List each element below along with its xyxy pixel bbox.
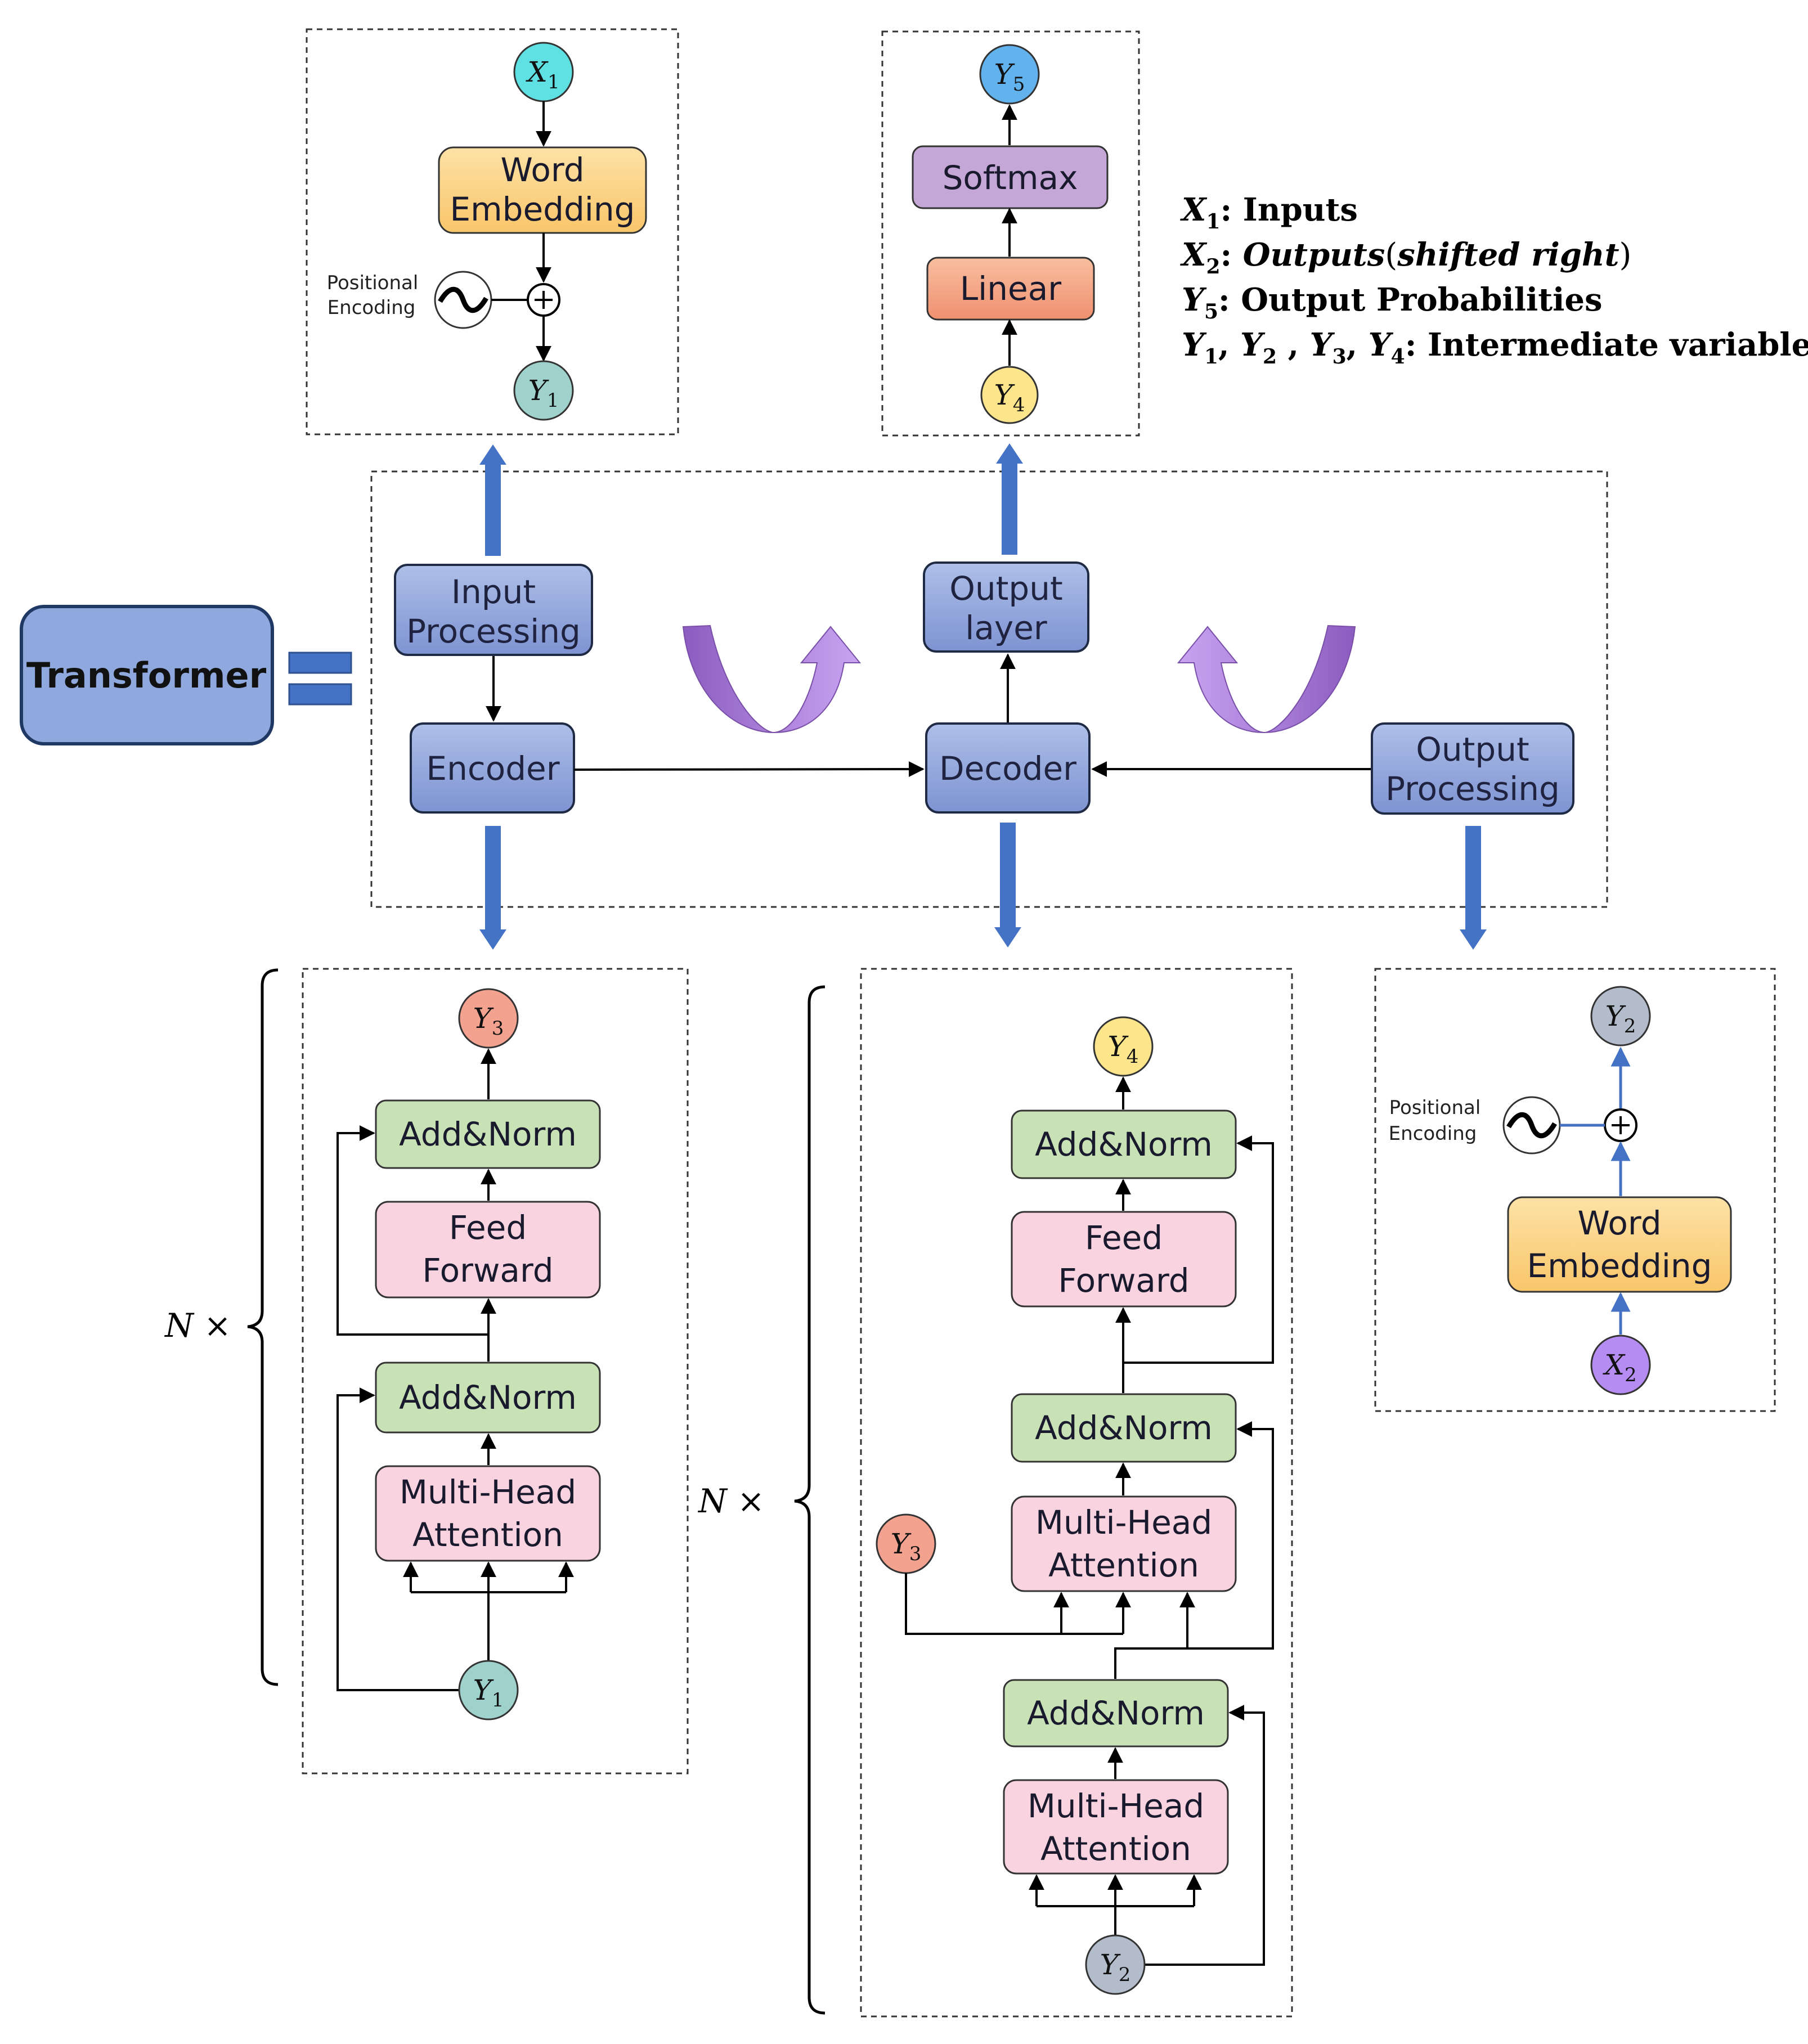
multi-head-encoder	[375, 1465, 601, 1562]
softmax-label: Softmax	[943, 159, 1078, 197]
word-embedding-outproc-label-1: Word	[1577, 1204, 1661, 1242]
flow-arrow-icon-left	[682, 625, 862, 734]
decoder-label: Decoder	[939, 749, 1076, 788]
input-processing-label-1: Input	[451, 573, 536, 611]
y3-node-encoder	[458, 988, 519, 1049]
feed-forward-decoder	[1011, 1211, 1237, 1308]
equals-bar-top	[288, 652, 352, 674]
linear-label: Linear	[960, 269, 1061, 308]
y3-label-encoder: Y3	[473, 1002, 504, 1040]
decoder-repeat-label: N ×	[697, 1482, 765, 1520]
add-norm-3-decoder-label: Add&Norm	[1027, 1694, 1205, 1732]
y4-label-top: Y4	[994, 379, 1025, 416]
y3-label-decoder: Y3	[891, 1528, 922, 1565]
legend: X1: Inputs X2: Outputs(shifted right) Y5…	[1180, 191, 1808, 369]
positional-encoding-outproc-label-2: Encoding	[1389, 1122, 1477, 1145]
output-processing-label-1: Output	[1416, 730, 1529, 769]
word-embedding-label-1: Word	[500, 151, 584, 189]
y1-node-encoder	[458, 1660, 519, 1720]
y4-label-decoder: Y4	[1108, 1030, 1139, 1068]
add-norm-1-decoder	[1011, 1109, 1237, 1179]
blue-arrow-outproc-down	[1460, 826, 1487, 950]
legend-item-x1: X1: Inputs	[1180, 191, 1358, 233]
output-layer-label-2: layer	[965, 609, 1047, 647]
add-norm-1-decoder-label: Add&Norm	[1035, 1125, 1213, 1163]
y2-label-outproc: Y2	[1605, 1000, 1636, 1037]
blue-arrow-encoder-down	[479, 826, 506, 950]
add-norm-bottom-encoder	[375, 1362, 601, 1434]
encoder-panel: N × Y3 Add&Norm Feed Forward Add&Norm Mu…	[164, 968, 689, 1775]
main-architecture: Transformer Input Processing Encoder Out…	[20, 443, 1608, 950]
multi-head-cross-label-2: Attention	[1048, 1546, 1199, 1584]
transformer-block	[20, 605, 274, 745]
y2-label-decoder: Y2	[1100, 1948, 1131, 1986]
multi-head-encoder-label-2: Attention	[412, 1516, 563, 1554]
y2-node-decoder	[1085, 1934, 1146, 1995]
encoder-repeat-label: N ×	[164, 1306, 231, 1345]
positional-encoding-outproc-label-1: Positional	[1389, 1097, 1481, 1119]
multi-head-self-label-2: Attention	[1040, 1830, 1191, 1868]
y4-node-decoder	[1093, 1016, 1154, 1077]
y4-node-top	[980, 366, 1039, 424]
word-embedding-label-2: Embedding	[450, 190, 635, 228]
feed-forward-encoder-label-1: Feed	[449, 1209, 527, 1247]
equals-bar-bottom	[288, 683, 352, 706]
feed-forward-decoder-label-1: Feed	[1085, 1219, 1163, 1257]
output-processing-block	[1371, 722, 1574, 815]
y2-node-outproc	[1590, 986, 1651, 1046]
decoder-block	[925, 722, 1091, 814]
multi-head-cross-decoder	[1011, 1495, 1237, 1592]
add-norm-bottom-encoder-label: Add&Norm	[399, 1378, 577, 1417]
y1-label: Y1	[528, 374, 559, 412]
x2-label: X2	[1602, 1349, 1636, 1386]
blue-arrow-output-up	[996, 443, 1023, 555]
legend-item-x2: X2: Outputs(shifted right)	[1180, 236, 1631, 278]
y5-node	[979, 44, 1040, 105]
feed-forward-decoder-label-2: Forward	[1058, 1261, 1189, 1300]
output-layer-block	[923, 561, 1089, 653]
y1-node	[513, 360, 574, 421]
multi-head-encoder-label-1: Multi-Head	[400, 1473, 576, 1511]
repeat-brace-decoder	[794, 985, 826, 2015]
legend-item-intermediate: Y1, Y2 , Y3, Y4: Intermediate variable	[1182, 326, 1808, 369]
output-processing-label-2: Processing	[1385, 770, 1560, 808]
x1-label: X1	[525, 56, 559, 93]
input-processing-block	[394, 564, 593, 656]
word-embedding-outproc	[1507, 1196, 1732, 1293]
input-processing-label-2: Processing	[406, 612, 581, 650]
y5-label: Y5	[994, 58, 1025, 96]
output-layer-label-1: Output	[949, 569, 1062, 608]
encoder-block	[410, 722, 575, 814]
multi-head-self-decoder	[1003, 1779, 1229, 1875]
add-norm-2-decoder	[1011, 1393, 1237, 1463]
add-norm-2-decoder-label: Add&Norm	[1035, 1409, 1213, 1447]
blue-arrow-input-up	[479, 444, 506, 556]
repeat-brace-encoder	[247, 968, 279, 1686]
encoder-label: Encoder	[426, 749, 559, 788]
multi-head-cross-label-1: Multi-Head	[1035, 1503, 1212, 1542]
positional-encoding-label-1: Positional	[327, 272, 419, 294]
feed-forward-encoder-label-2: Forward	[422, 1251, 553, 1290]
positional-encoding-label-2: Encoding	[327, 297, 416, 319]
multi-head-self-label-1: Multi-Head	[1028, 1787, 1204, 1825]
add-norm-3-decoder	[1003, 1679, 1229, 1747]
flow-arrow-icon-right	[1177, 625, 1356, 734]
x2-node	[1590, 1335, 1651, 1395]
y1-label-encoder: Y1	[473, 1674, 504, 1711]
output-processing-panel: Y2 Positional Encoding Word Embedding X2	[1374, 968, 1776, 1412]
word-embedding-outproc-label-2: Embedding	[1527, 1247, 1712, 1285]
legend-item-y5: Y5: Output Probabilities	[1182, 281, 1603, 324]
blue-arrow-decoder-down	[994, 823, 1021, 947]
transformer-label: Transformer	[26, 655, 267, 696]
add-norm-top-encoder-label: Add&Norm	[399, 1115, 577, 1153]
feed-forward-encoder	[375, 1201, 601, 1299]
add-norm-top-encoder	[375, 1099, 601, 1169]
output-layer-panel: Y5 Softmax Linear Y4	[881, 30, 1140, 437]
input-processing-panel: X1 Word Embedding Positional Encoding Y1	[306, 28, 679, 435]
decoder-panel: N × Y4 Add&Norm Feed Forward Add&Norm Mu…	[697, 968, 1293, 2018]
